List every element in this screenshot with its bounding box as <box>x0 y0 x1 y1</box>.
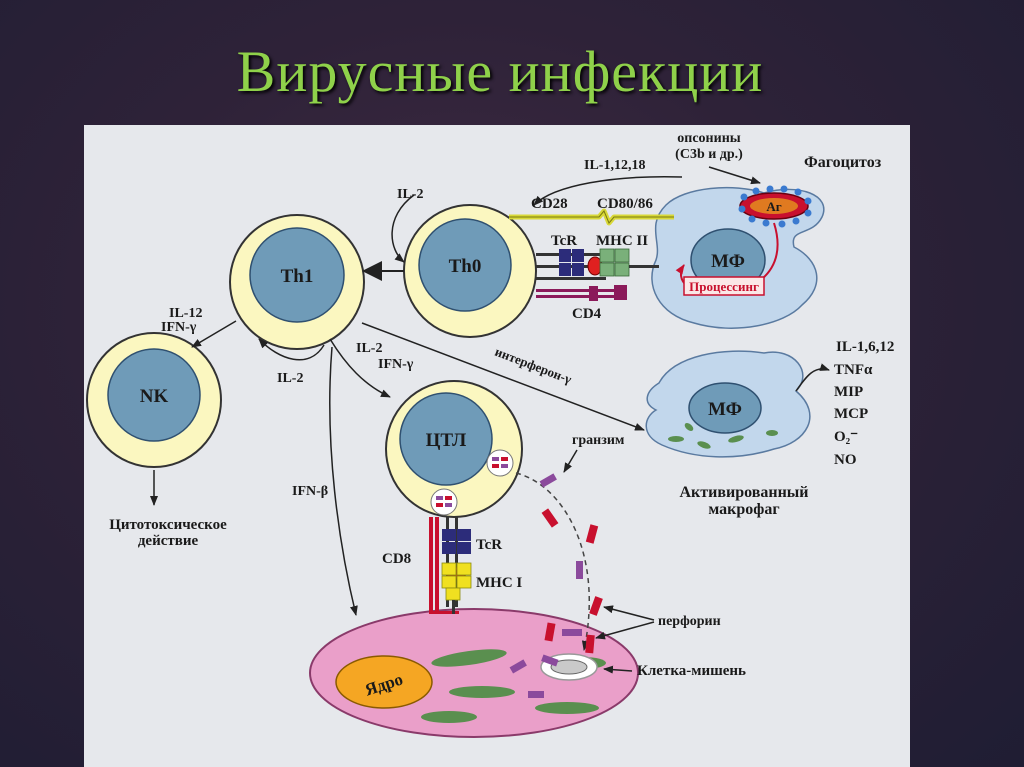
arrow-il-2-lower <box>258 338 325 361</box>
arrow-perforin-2 <box>595 621 655 640</box>
arrow-th1-nk <box>191 320 237 348</box>
granzyme-fragments <box>509 473 583 698</box>
arrow-il-1-12-18 <box>533 176 683 206</box>
arrow-granzyme <box>563 449 578 473</box>
ctl-nucleus <box>399 392 493 486</box>
mf-top-label: МФ <box>711 251 745 272</box>
th1-label: Th1 <box>281 266 314 287</box>
il-2-lower-label: IL-2 <box>277 371 303 386</box>
mhc-ii-label: MHC II <box>596 233 648 249</box>
arrow-opsonins <box>708 166 761 185</box>
granzyme-label: гранзим <box>572 433 625 448</box>
th0-label: Th0 <box>449 256 482 277</box>
mhc-i-label: MHC I <box>476 575 522 591</box>
tcr-top-label: TcR <box>551 233 577 249</box>
ctl-granule <box>430 488 458 516</box>
slide-title: Вирусные инфекции <box>236 39 764 104</box>
mf-activated-label: МФ <box>708 399 742 420</box>
mf-nucleus-activated <box>688 382 762 434</box>
cytokine-item: TNFα <box>834 362 873 378</box>
cyto-label-1: Цитотоксическое <box>109 517 227 533</box>
phagocytosis-label: Фагоцитоз <box>804 154 882 171</box>
opsonin-dots <box>738 185 812 228</box>
arrow-target-cell <box>603 665 633 674</box>
ctl-granule <box>486 449 514 477</box>
arrow-perforin-1 <box>603 605 655 621</box>
ifn-gamma-left-label: IFN-γ <box>161 320 197 335</box>
pore-core <box>550 659 588 675</box>
granules <box>668 423 778 449</box>
processing-box <box>683 276 765 296</box>
arrow-th0-th1-head <box>362 261 382 281</box>
cd4-molecule <box>536 285 627 301</box>
cytokine-item: O₂⁻ <box>834 429 858 445</box>
th1-nucleus <box>249 227 345 323</box>
cytokine-list: IL-1,6,12 TNFα MIP MCP O₂⁻ NO <box>834 339 894 468</box>
arrow-th1-ctl <box>329 338 391 398</box>
cd80-86-label: CD80/86 <box>597 196 653 212</box>
arrow-th1-mf <box>361 322 645 431</box>
cd28-link-outline <box>509 210 674 224</box>
interferon-gamma-label: интерферон-γ <box>493 344 574 387</box>
nk-label: NK <box>140 386 169 407</box>
activated-label-2: макрофаг <box>708 501 779 518</box>
target-cell-label: Клетка-мишень <box>637 663 746 679</box>
cyto-label-2: действие <box>138 533 199 549</box>
il-2-top-label: IL-2 <box>397 187 423 202</box>
arrow-ifn-beta <box>329 346 358 616</box>
perforin-fragments <box>541 508 603 654</box>
arrow-il-2-top <box>391 194 415 263</box>
mitochondrion <box>421 711 477 723</box>
cytokine-item: MCP <box>834 406 868 422</box>
cd28-label: CD28 <box>531 196 568 212</box>
tcr-mhc2-complex <box>536 248 659 280</box>
ifn-beta-label: IFN-β <box>292 484 328 499</box>
tcr-bottom-label: TcR <box>476 537 502 553</box>
immune-diagram: Ядро МФ Аг Процессинг МФ Th1 Th0 <box>86 131 894 738</box>
cd4-label: CD4 <box>572 306 602 322</box>
antigen-core <box>750 198 798 214</box>
perforin-label: перфорин <box>658 614 721 629</box>
ctl-label: ЦТЛ <box>426 430 467 451</box>
il-1-12-18-label: IL-1,12,18 <box>584 158 645 173</box>
nk-nucleus <box>107 348 201 442</box>
target-nucleus <box>335 655 433 709</box>
il-2-mid-label: IL-2 <box>356 341 382 356</box>
diagram-panel: Ядро МФ Аг Процессинг МФ Th1 Th0 <box>84 125 910 767</box>
processing-label: Процессинг <box>689 279 759 294</box>
cd8-label: CD8 <box>382 551 411 567</box>
granule-path <box>515 472 591 651</box>
cd8-tcr-mhc1-complex <box>429 517 472 614</box>
mitochondrion <box>535 702 599 714</box>
mitochondrion <box>431 649 507 667</box>
cytokine-release-arrow <box>795 363 830 392</box>
cytokine-item: IL-1,6,12 <box>836 339 894 355</box>
opsonins-label-2: (C3b и др.) <box>675 147 743 162</box>
ag-label: Аг <box>766 199 781 214</box>
cytokine-item: NO <box>834 452 857 468</box>
opsonins-label-1: опсонины <box>677 131 740 146</box>
ifn-gamma-mid-label: IFN-γ <box>378 357 414 372</box>
cytokine-item: MIP <box>834 384 863 400</box>
mitochondrion <box>449 686 515 698</box>
activated-label-1: Активированный <box>680 484 809 501</box>
il-12-label: IL-12 <box>169 306 202 321</box>
th0-nucleus <box>418 218 512 312</box>
